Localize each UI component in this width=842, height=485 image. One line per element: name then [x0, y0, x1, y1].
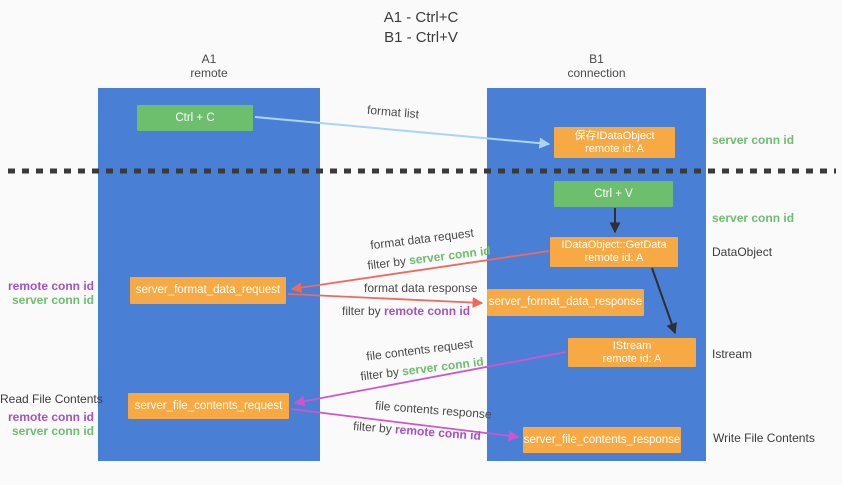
label-format-data-response-filter: filter by remote conn id — [342, 304, 470, 318]
filter-by-text: filter by — [352, 418, 396, 437]
node-server-file-contents-request: server_file_contents_request — [128, 393, 289, 419]
node-format-request-label: server_format_data_request — [135, 284, 281, 296]
node-getdata-line2: remote id: A — [584, 252, 644, 264]
node-format-response-label: server_format_data_response — [488, 296, 643, 308]
node-save-idataobject: 保存IDataObject remote id: A — [554, 127, 675, 158]
node-file-response-label: server_file_contents_response — [523, 433, 681, 446]
label-read-file-contents: Read File Contents — [0, 392, 103, 406]
node-getdata-line1: IDataObject::GetData — [561, 239, 667, 251]
label-remote-conn-id-2: remote conn id — [7, 410, 94, 424]
label-file-contents-response: file contents response — [375, 398, 492, 421]
node-istream: IStream remote id: A — [568, 338, 696, 367]
title-line-2: B1 - Ctrl+V — [384, 29, 458, 46]
node-ctrl-v-label: Ctrl + V — [594, 187, 633, 200]
filter-by-text: filter by — [366, 253, 411, 273]
label-format-data-response: format data response — [364, 281, 477, 295]
diagram-title: A1 - Ctrl+C B1 - Ctrl+V — [0, 8, 842, 48]
label-format-list: format list — [366, 103, 419, 121]
remote-conn-id-key: remote conn id — [384, 304, 471, 318]
node-save-idataobject-line1: 保存IDataObject — [574, 129, 655, 142]
node-file-request-label: server_file_contents_request — [134, 399, 283, 412]
label-file-contents-response-filter: filter by remote conn id — [353, 419, 482, 443]
node-server-format-data-request: server_format_data_request — [130, 277, 286, 304]
label-format-list-text: format list — [366, 102, 420, 122]
node-istream-line1: IStream — [612, 339, 652, 352]
label-server-conn-id-1: server conn id — [11, 293, 94, 307]
label-dataobject: DataObject — [712, 245, 773, 259]
lane-b1-subtitle: connection — [567, 66, 626, 80]
node-server-format-data-response: server_format_data_response — [487, 289, 644, 316]
filter-by-text: filter by — [342, 304, 385, 318]
lane-b1-name: B1 — [589, 52, 604, 66]
node-ctrl-c: Ctrl + C — [137, 105, 253, 131]
lane-header-a1: A1 remote — [98, 52, 320, 80]
lane-a1-subtitle: remote — [190, 66, 228, 80]
label-write-file-contents: Write File Contents — [713, 431, 815, 445]
server-conn-id-key: server conn id — [408, 243, 492, 268]
label-istream: Istream — [712, 347, 753, 361]
node-save-idataobject-line2: remote id: A — [585, 142, 644, 155]
node-istream-line2: remote id: A — [602, 352, 662, 365]
filter-by-text: filter by — [359, 364, 404, 384]
server-conn-id-key: server conn id — [401, 354, 485, 379]
label-server-conn-id-2: server conn id — [11, 424, 94, 438]
lane-header-b1: B1 connection — [487, 52, 706, 80]
node-server-file-contents-response: server_file_contents_response — [523, 427, 681, 453]
label-server-conn-id-top: server conn id — [712, 133, 795, 147]
node-ctrl-c-label: Ctrl + C — [175, 111, 215, 124]
label-format-data-response-text: format data response — [364, 281, 478, 295]
label-server-conn-id-mid: server conn id — [712, 211, 795, 225]
label-remote-conn-id-1: remote conn id — [7, 279, 94, 293]
lane-a1-name: A1 — [201, 52, 217, 66]
node-idataobject-getdata: IDataObject::GetData remote id: A — [550, 237, 678, 267]
title-line-1: A1 - Ctrl+C — [383, 9, 459, 26]
remote-conn-id-key: remote conn id — [394, 422, 482, 444]
node-ctrl-v: Ctrl + V — [554, 181, 673, 207]
label-file-contents-response-text: file contents response — [374, 398, 493, 422]
